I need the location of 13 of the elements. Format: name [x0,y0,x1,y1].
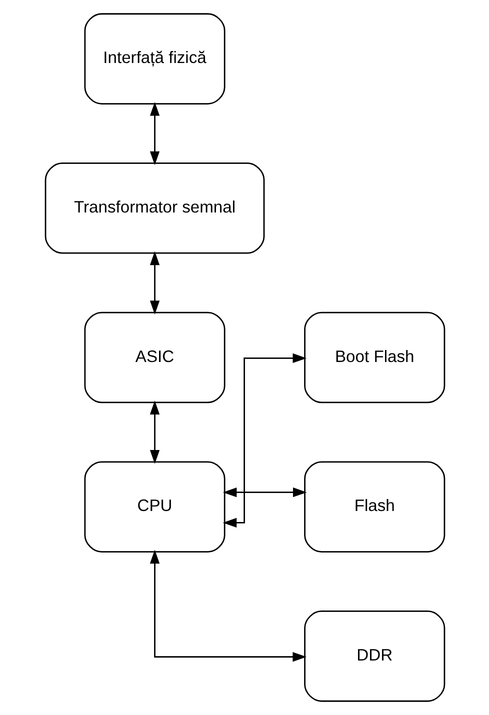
node-box: Transformator semnal [44,162,264,254]
node-box: DDR [304,610,445,702]
arrow [222,487,306,498]
arrow [149,251,160,315]
node-box: Flash [304,461,445,552]
node-box: Boot Flash [304,312,445,404]
arrow [149,102,160,166]
arrow [222,353,306,528]
node-box: CPU [84,461,225,552]
node-box: Interfață fizică [84,13,225,104]
arrow [149,400,160,464]
arrow [149,550,306,662]
node-box: ASIC [84,312,225,404]
